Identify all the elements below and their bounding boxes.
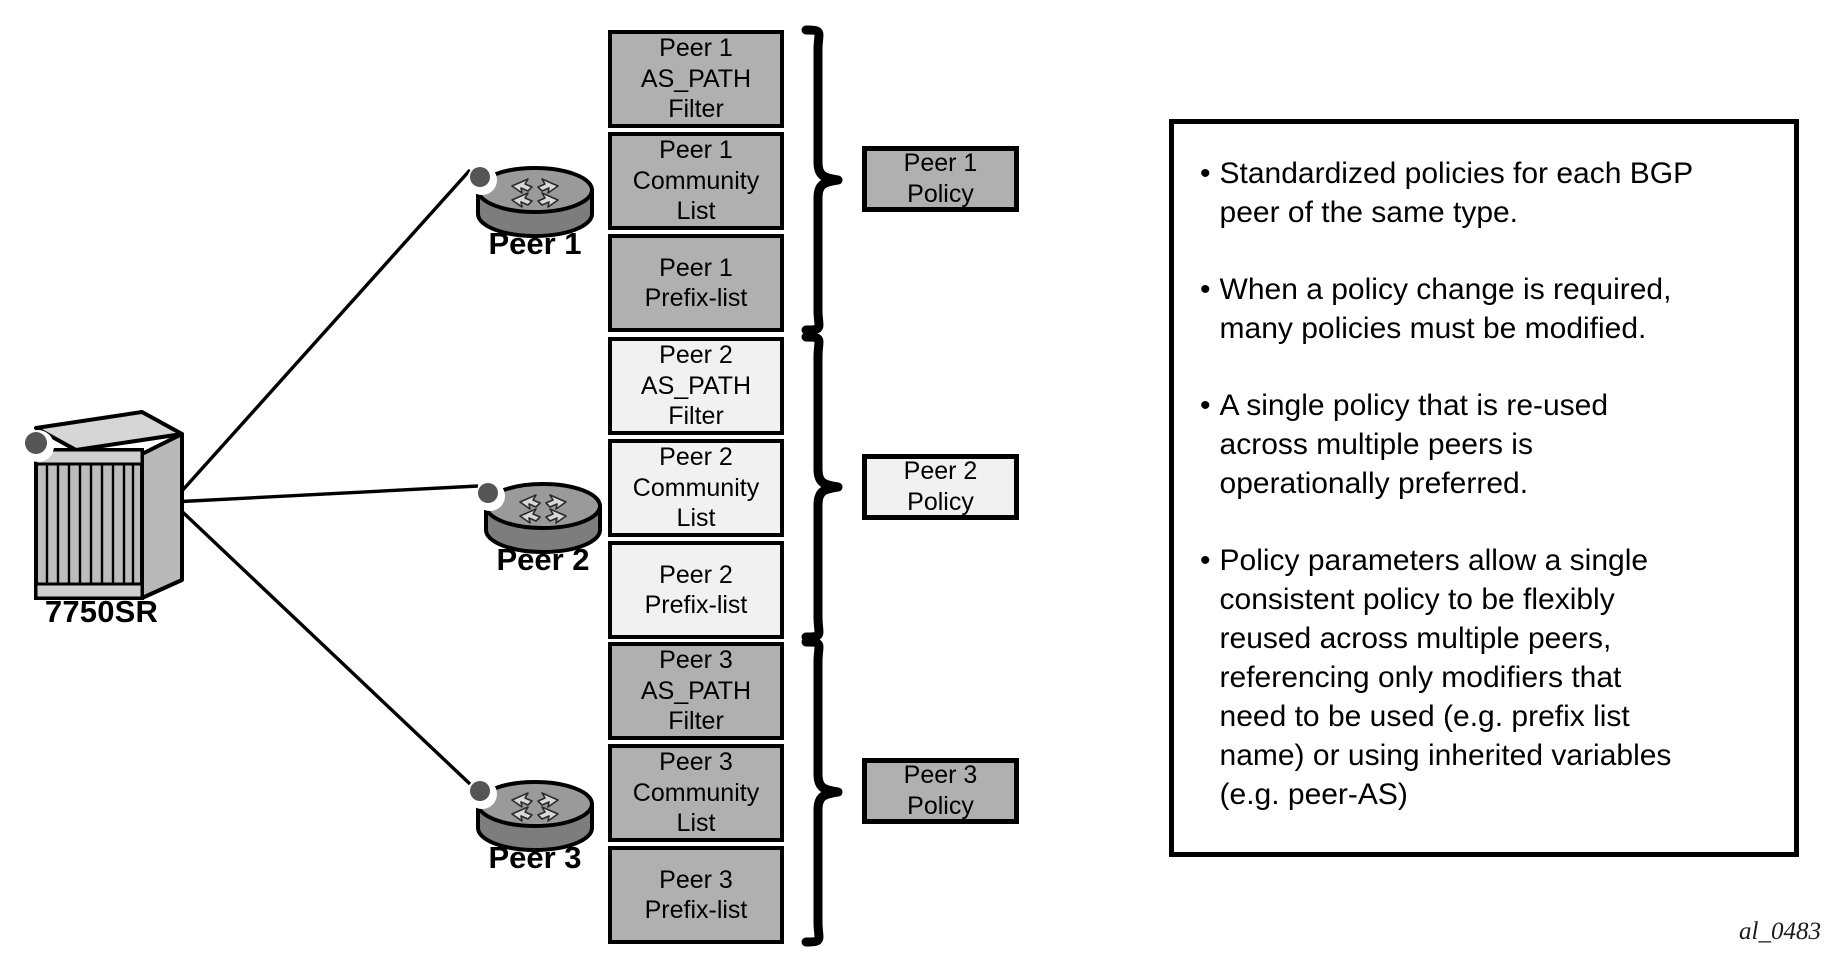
bullet-icon: • <box>1200 273 1211 306</box>
note-text: Policy parameters allow a single consist… <box>1219 544 1672 811</box>
peer-policy-label: Peer 3 Policy <box>903 760 978 820</box>
router-chassis-icon <box>22 410 184 600</box>
note-text: When a policy change is required, many p… <box>1219 273 1672 345</box>
figure-id-label: al_0483 <box>1739 918 1821 945</box>
note-bullet: • When a policy change is required, many… <box>1200 270 1768 348</box>
router-icon <box>467 779 594 852</box>
policy-component-label: Peer 3 Community List <box>632 748 760 838</box>
peer-node-1[interactable]: Peer 1 <box>460 152 610 272</box>
peer-policy-box-1[interactable]: Peer 1 Policy <box>862 146 1019 212</box>
peer-policy-box-3[interactable]: Peer 3 Policy <box>862 758 1019 824</box>
peer-policy-label: Peer 1 Policy <box>903 148 978 208</box>
peer-node-2[interactable]: Peer 2 <box>468 468 618 588</box>
policy-component-label: Peer 1 AS_PATH Filter <box>640 34 752 124</box>
peer-policy-box-2[interactable]: Peer 2 Policy <box>862 454 1019 520</box>
link-chassis-peer2 <box>171 484 479 504</box>
chassis-marker-dot <box>25 432 47 454</box>
notes-panel: • Standardized policies for each BGP pee… <box>1169 119 1799 857</box>
policy-component-box[interactable]: Peer 3 AS_PATH Filter <box>608 642 784 740</box>
chassis-label: 7750SR <box>44 594 159 629</box>
group-brace-1 <box>801 25 843 335</box>
policy-component-box[interactable]: Peer 1 AS_PATH Filter <box>608 30 784 128</box>
policy-component-label: Peer 2 Community List <box>632 443 760 533</box>
note-bullet: • Policy parameters allow a single consi… <box>1200 541 1768 814</box>
policy-component-label: Peer 1 Prefix-list <box>644 253 748 313</box>
peer-policy-label: Peer 2 Policy <box>903 456 978 516</box>
router-icon <box>467 165 594 238</box>
peer-label-1: Peer 1 <box>488 226 582 261</box>
policy-component-label: Peer 2 Prefix-list <box>644 560 748 620</box>
policy-component-box[interactable]: Peer 2 Community List <box>608 439 784 537</box>
policy-component-label: Peer 3 Prefix-list <box>644 865 748 925</box>
note-text: A single policy that is re-used across m… <box>1219 389 1609 500</box>
peer-label-3: Peer 3 <box>488 840 582 875</box>
group-brace-3 <box>801 637 843 947</box>
peer-marker-dot <box>470 781 490 801</box>
policy-component-box[interactable]: Peer 1 Community List <box>608 132 784 230</box>
note-text: Standardized policies for each BGP peer … <box>1219 157 1694 229</box>
policy-component-box[interactable]: Peer 1 Prefix-list <box>608 234 784 332</box>
policy-component-label: Peer 3 AS_PATH Filter <box>640 646 752 736</box>
link-chassis-peer1 <box>170 168 472 504</box>
chassis-7750sr[interactable]: 7750SR <box>14 398 204 638</box>
peer-marker-dot <box>470 167 490 187</box>
policy-component-label: Peer 1 Community List <box>632 136 760 226</box>
note-bullet: • Standardized policies for each BGP pee… <box>1200 154 1768 232</box>
router-icon <box>475 481 602 554</box>
peer-label-2: Peer 2 <box>496 542 590 577</box>
policy-component-box[interactable]: Peer 3 Prefix-list <box>608 846 784 944</box>
bullet-icon: • <box>1200 157 1211 190</box>
note-bullet: • A single policy that is re-used across… <box>1200 386 1768 503</box>
bullet-icon: • <box>1200 544 1211 577</box>
peer-marker-dot <box>478 483 498 503</box>
link-chassis-peer3 <box>170 500 472 786</box>
group-brace-2 <box>801 332 843 642</box>
policy-component-box[interactable]: Peer 2 Prefix-list <box>608 541 784 639</box>
peer-node-3[interactable]: Peer 3 <box>460 766 610 886</box>
policy-component-box[interactable]: Peer 2 AS_PATH Filter <box>608 337 784 435</box>
policy-component-box[interactable]: Peer 3 Community List <box>608 744 784 842</box>
policy-component-label: Peer 2 AS_PATH Filter <box>640 341 752 431</box>
bullet-icon: • <box>1200 389 1211 422</box>
